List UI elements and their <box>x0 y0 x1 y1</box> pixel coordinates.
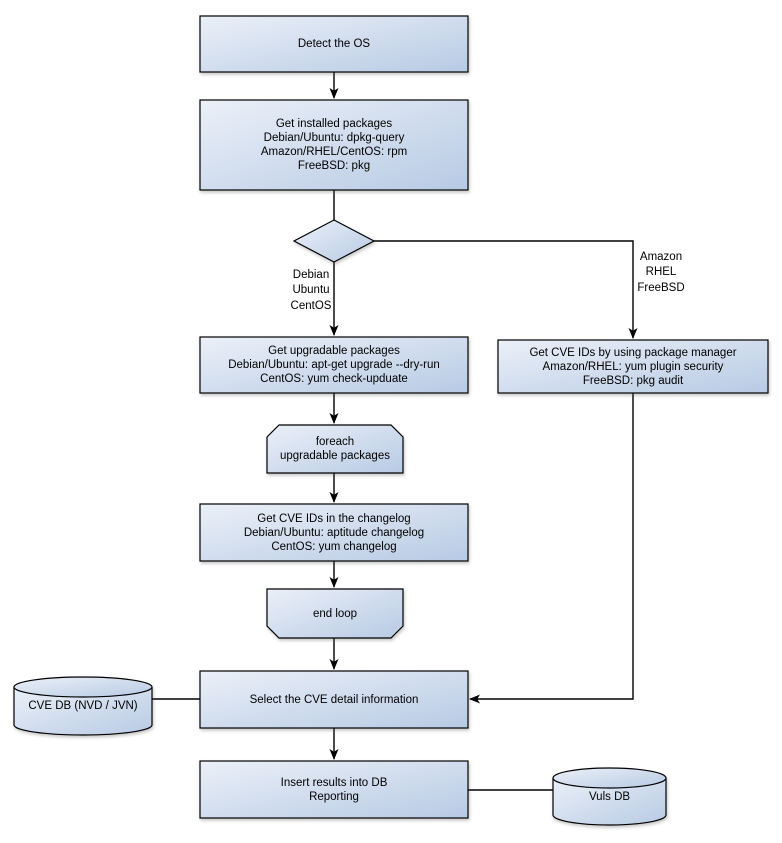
vuls-db-cylinder <box>552 767 667 826</box>
get-installed-packages-box <box>199 99 469 191</box>
os-decision-diamond <box>292 219 376 263</box>
foreach-loop-start-shape <box>266 424 404 474</box>
detect-os-box <box>199 15 469 73</box>
get-cve-changelog-box <box>199 503 469 562</box>
end-loop-shape <box>266 588 404 639</box>
edge-decision-to-pkg-manager <box>374 240 638 339</box>
insert-results-box <box>199 760 469 819</box>
get-upgradable-packages-box <box>199 336 469 394</box>
get-cve-pkg-manager-box <box>497 339 769 394</box>
select-cve-detail-box <box>199 670 469 729</box>
connector-lines <box>152 72 638 791</box>
edge-pkg-manager-to-select <box>469 393 634 704</box>
cve-db-cylinder <box>13 676 153 736</box>
